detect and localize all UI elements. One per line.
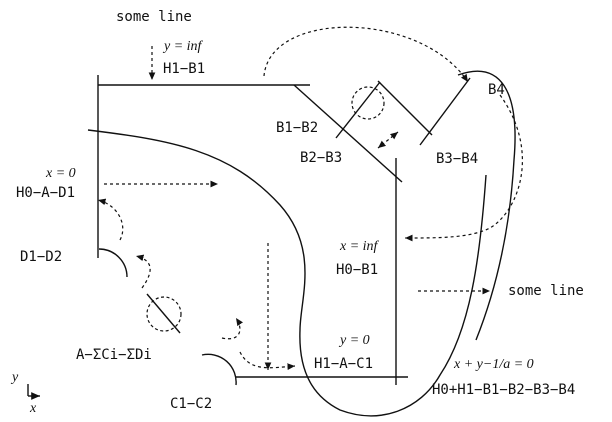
axis-y-label: y (10, 370, 19, 385)
arc-c1-c2 (201, 353, 237, 386)
label-h0-h1-chain: H0+H1−B1−B2−B3−B4 (432, 382, 575, 398)
dashed-circle-b2 (351, 86, 385, 120)
label-h1-b1: H1−B1 (163, 61, 205, 77)
arrow-top-curve (263, 26, 469, 83)
label-eq-x-inf: x = inf (339, 239, 380, 254)
arrow-x-inf-left (404, 94, 523, 242)
label-eq-y-0: y = 0 (338, 333, 370, 348)
label-b1-b2: B1−B2 (276, 120, 318, 136)
label-h1-a-c1: H1−A−C1 (314, 356, 373, 372)
arrow-c1-curl-up (221, 317, 243, 340)
label-h0-b1: H0−B1 (336, 262, 378, 278)
dashed-circle-a-sum (146, 296, 182, 332)
label-a-sum: A−ΣCi−ΣDi (76, 347, 152, 363)
label-c1-c2: C1−C2 (170, 396, 212, 412)
label-eq-bottom: x + y−1/a = 0 (453, 357, 534, 372)
label-eq-x-0: x = 0 (45, 166, 76, 181)
arrow-d2-curl (135, 254, 151, 289)
axis-x-label: x (29, 401, 37, 416)
arrow-d1-curl (97, 198, 124, 241)
arc-d1-d2 (98, 248, 128, 278)
curve-outer-right (457, 70, 516, 341)
line-b2-cross (335, 81, 381, 139)
line-b3 (377, 80, 433, 136)
label-eq-y-inf: y = inf (162, 39, 204, 54)
xy-axes-icon: y x (10, 370, 40, 416)
label-b4: B4 (488, 82, 505, 98)
curve-inner-boundary (87, 129, 487, 417)
label-some-line-top: some line (116, 9, 192, 25)
line-b1-b2-diagonal (293, 84, 403, 183)
label-h0-a-d1: H0−A−D1 (16, 185, 75, 201)
line-b4 (419, 77, 471, 146)
arrow-c1-curl-right (239, 351, 296, 370)
line-a-sum (146, 293, 181, 334)
label-b3-b4: B3−B4 (436, 151, 478, 167)
label-some-line-right: some line (508, 283, 584, 299)
label-d1-d2: D1−D2 (20, 249, 62, 265)
label-b2-b3: B2−B3 (300, 150, 342, 166)
arrow-b2-b3-double (377, 131, 399, 149)
